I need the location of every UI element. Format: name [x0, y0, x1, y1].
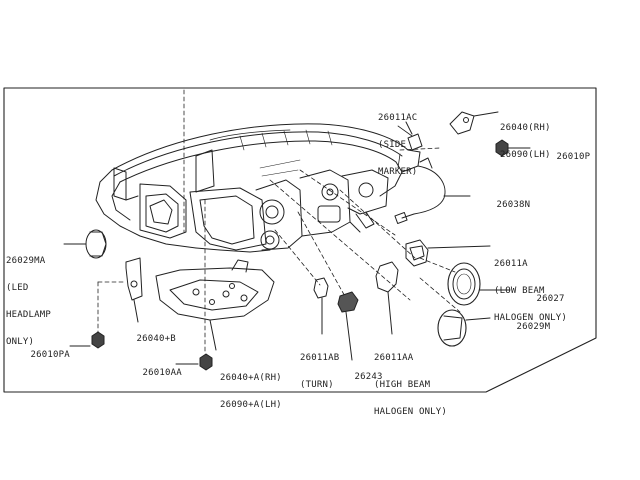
label-26010pa: 26010PA — [8, 342, 70, 369]
lower-bracket — [155, 259, 275, 351]
label-26040-b: 26040+B — [114, 326, 176, 353]
screw-26010pa — [69, 331, 105, 349]
headlamp-housing — [95, 123, 421, 253]
upper-bracket — [449, 111, 499, 135]
part-number: 26029MA — [6, 256, 46, 266]
part-note: ONLY) — [6, 337, 35, 347]
part-note: HEADLAMP — [6, 310, 51, 320]
part-number: 26090+A(LH) — [220, 400, 282, 410]
label-26027: 26027 — [514, 286, 565, 313]
part-note: (LOW BEAM — [494, 286, 545, 296]
led-cap — [63, 229, 107, 259]
wire-harness — [394, 157, 471, 224]
low-beam-bulb — [405, 239, 491, 267]
part-number: 26011AC — [378, 113, 418, 123]
part-note: HALOGEN ONLY) — [374, 407, 448, 417]
screw-26010p — [495, 139, 531, 157]
label-26010aa: 26010AA — [120, 360, 182, 387]
label-26040-rh: 26040(RH) 26090(LH) — [500, 106, 551, 178]
part-number: 26010PA — [30, 350, 70, 360]
diagram-frame — [3, 87, 597, 393]
label-26040-a: 26040+A(RH) 26090+A(LH) — [220, 356, 282, 428]
part-number: 26040(RH) — [500, 123, 551, 133]
part-number: 26011A — [494, 259, 528, 269]
rear-cap — [437, 309, 491, 347]
screw-26010aa — [175, 353, 213, 371]
part-number: 26027 — [536, 294, 565, 304]
part-number: 26090(LH) — [500, 150, 551, 160]
part-number: 26011AB — [300, 353, 340, 363]
dashed-guide-lines — [97, 89, 461, 353]
part-number: 26040+A(RH) — [220, 373, 282, 383]
label-26029m: 26029M — [494, 314, 550, 341]
part-note: (TURN) — [300, 380, 334, 390]
part-number: 26011AA — [374, 353, 414, 363]
small-bracket — [125, 257, 143, 323]
part-number: 26243 — [354, 372, 383, 382]
high-beam-bulb — [375, 261, 399, 335]
label-26011a: 26011A (LOW BEAM HALOGEN ONLY) — [494, 242, 567, 341]
part-number: 26038N — [496, 200, 531, 210]
label-26243: 26243 — [332, 364, 383, 391]
label-26038n: 26038N — [474, 192, 530, 219]
label-26011aa: 26011AA (HIGH BEAM HALOGEN ONLY) — [374, 336, 447, 435]
part-number: 26010AA — [142, 368, 182, 378]
turn-bulb — [313, 277, 329, 335]
label-26011ac: 26011AC (SIDE MARKER) — [378, 96, 417, 195]
part-note: HALOGEN ONLY) — [494, 313, 568, 323]
label-26010p: 26010P — [534, 144, 590, 171]
side-marker-socket — [405, 121, 423, 151]
label-26011ab: 26011AB (TURN) — [300, 336, 339, 408]
part-number: 26040+B — [136, 334, 176, 344]
seal-ring — [447, 262, 511, 306]
part-note: (LED — [6, 283, 29, 293]
part-number: 26010P — [556, 152, 591, 162]
part-note: (HIGH BEAM — [374, 380, 431, 390]
label-26029ma: 26029MA (LED HEADLAMP ONLY) — [6, 239, 51, 365]
part-note: MARKER) — [378, 167, 418, 177]
turn-socket — [337, 291, 359, 361]
part-number: 26029M — [516, 322, 551, 332]
part-note: (SIDE — [378, 140, 407, 150]
